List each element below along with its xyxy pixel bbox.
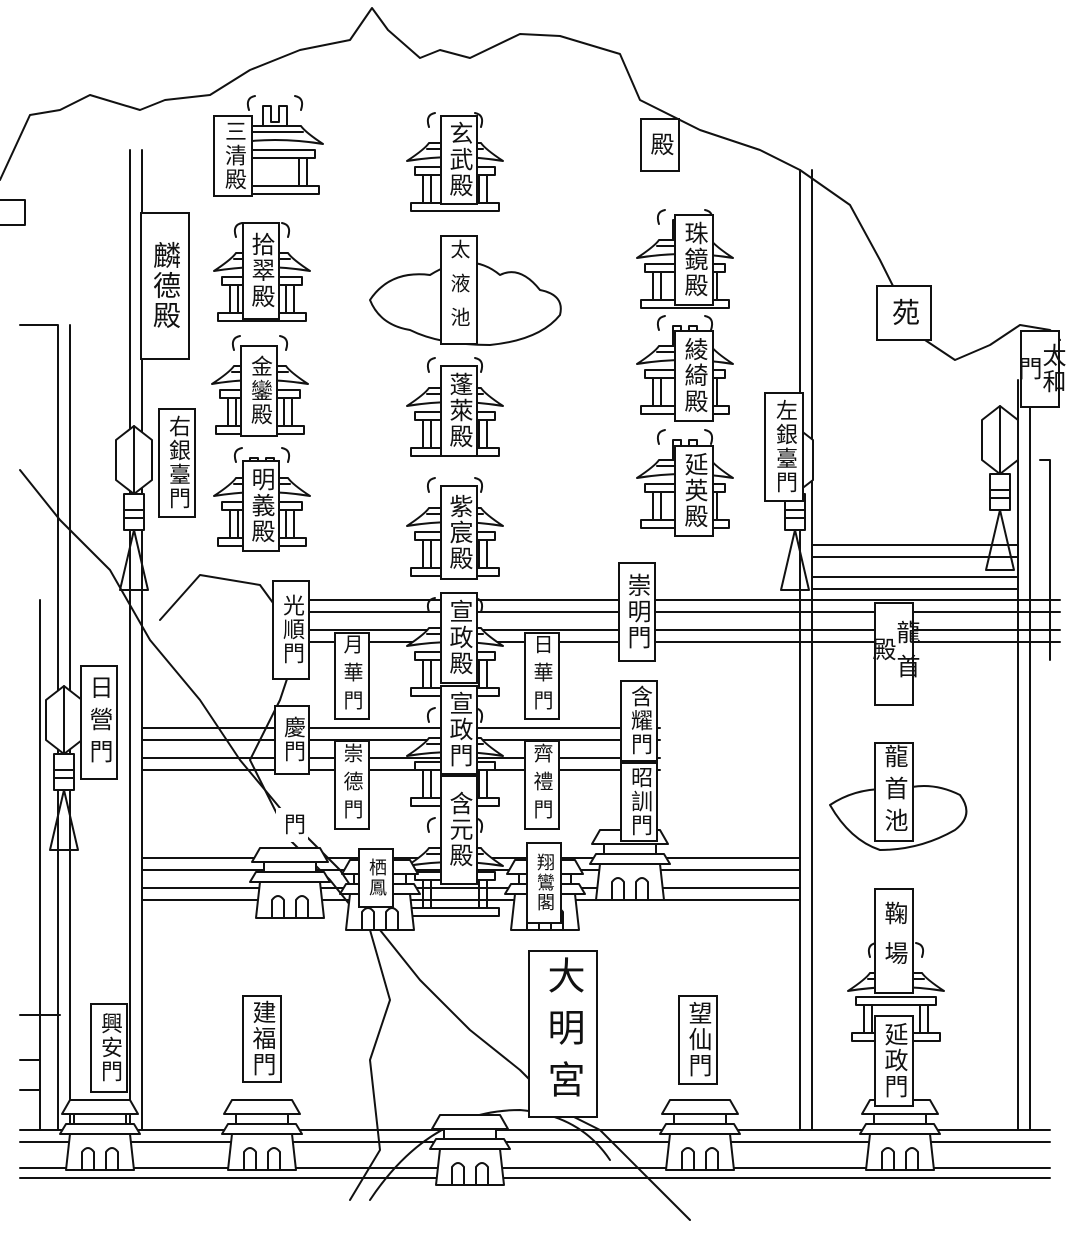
label-shicui-hall: 拾翠殿	[242, 222, 280, 320]
label-taiye-pond: 太液池	[440, 235, 478, 345]
label-wangxian-gate: 望仙門	[678, 995, 718, 1085]
label-guangshun-gate: 光順門	[272, 580, 310, 680]
label-xingan-gate: 興安門	[90, 1003, 128, 1093]
label-gate-lone: 門	[276, 808, 308, 842]
pond-icon	[369, 261, 562, 346]
label-yuan: 苑	[876, 285, 932, 341]
label-xiangluan-pavilion: 翔鸞閣	[526, 842, 562, 924]
label-chongde-gate: 崇德門	[334, 740, 370, 830]
label-qinghua-gate: 慶門	[274, 705, 310, 775]
label-yanying-hall: 延英殿	[674, 445, 714, 537]
label-mingyi-hall: 明義殿	[242, 460, 280, 552]
label-jianfu-gate: 建福門	[242, 995, 282, 1083]
label-rihua-gate: 日華門	[524, 632, 560, 720]
label-xuanwu-hall: 玄武殿	[440, 115, 478, 205]
label-youyintai-gate: 右銀臺門	[158, 408, 196, 518]
label-hanyao-gate: 含耀門	[620, 680, 658, 762]
label-qifeng-pavilion: 栖鳳	[358, 848, 394, 908]
label-jinluan-hall: 金鑾殿	[240, 345, 278, 437]
label-sanqing-hall: 三清殿	[213, 115, 253, 197]
label-daming-palace: 大明宮	[528, 950, 598, 1118]
label-yanzheng-gate: 延政門	[874, 1015, 914, 1107]
label-lingqi-hall: 綾綺殿	[674, 330, 714, 422]
label-taihe-gate: 太和門	[1014, 330, 1066, 408]
label-dian-top: 殿	[640, 118, 680, 172]
label-ju-field: 鞠場	[874, 888, 914, 994]
label-zuoyintai-gate: 左銀臺門	[764, 392, 804, 502]
label-hanyuan-hall: 含元殿	[440, 775, 478, 885]
label-chongming-gate: 崇明門	[618, 562, 656, 662]
label-penglai-hall: 蓬萊殿	[440, 365, 478, 457]
label-longshou-hall: 龍首殿	[868, 602, 920, 706]
label-zhaoxun-gate: 昭訓門	[620, 762, 658, 842]
label-linde-hall: 麟德殿	[140, 212, 190, 360]
label-yuehua-gate: 月華門	[334, 632, 370, 720]
label-xuanzheng-hall: 宣政殿	[440, 592, 478, 684]
label-zichen-hall: 紫宸殿	[440, 485, 478, 580]
label-qili-gate: 齊禮門	[524, 740, 560, 830]
label-longshou-pond: 龍首池	[874, 742, 914, 842]
label-xuanzheng-gate: 宣政門	[440, 685, 478, 775]
label-riying-gate: 日營門	[80, 665, 118, 780]
label-zhujing-hall: 珠鏡殿	[674, 214, 714, 306]
